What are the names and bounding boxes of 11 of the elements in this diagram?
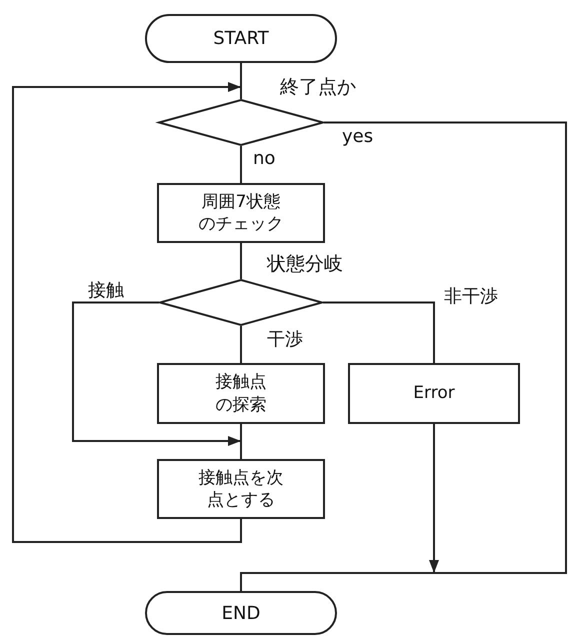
edge-label: 接触: [88, 281, 124, 301]
edge-label: 干渉: [267, 330, 303, 350]
terminal-shape: START: [145, 14, 337, 63]
process-box: 接触点の探索: [157, 363, 325, 424]
process-box: 周囲7状態のチェック: [157, 183, 325, 243]
decision-label: 終了点か: [280, 77, 356, 98]
process-box: 接触点を次点とする: [157, 459, 325, 519]
process-box: Error: [348, 363, 520, 424]
edge-label: 非干渉: [444, 287, 498, 307]
decision-label: 状態分岐: [267, 254, 343, 275]
terminal-shape: END: [145, 591, 337, 635]
